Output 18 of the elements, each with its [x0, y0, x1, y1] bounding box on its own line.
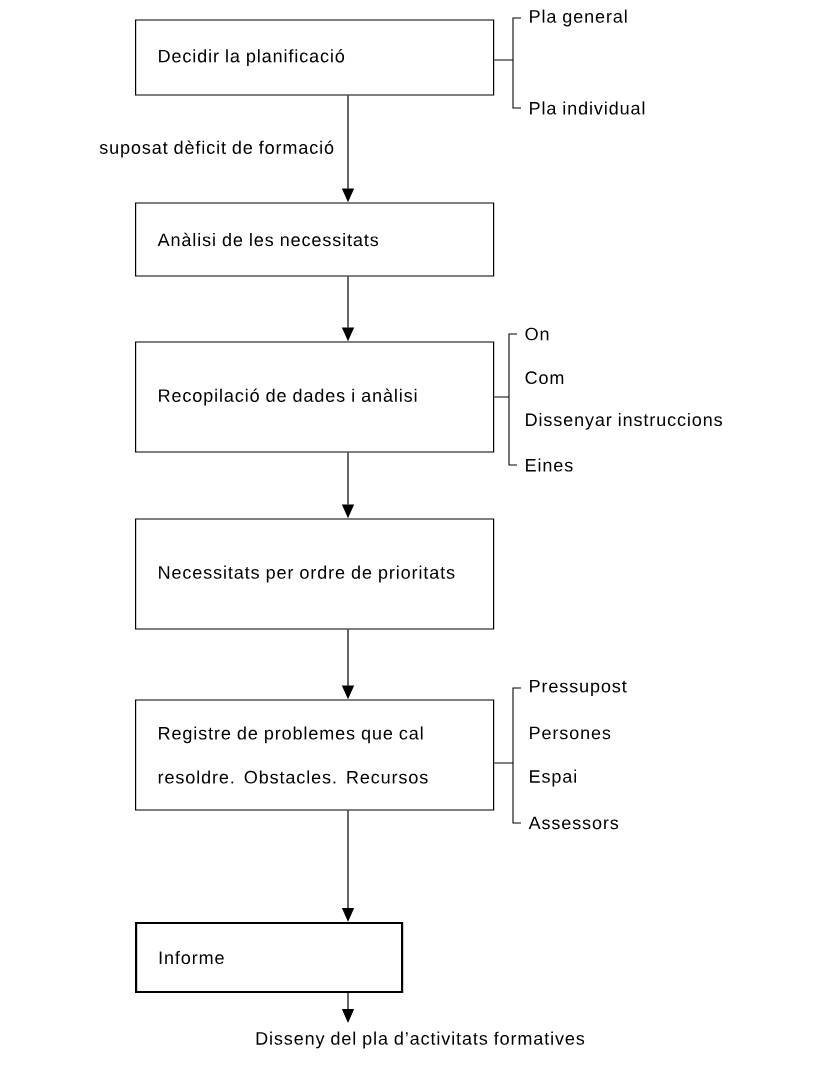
list-item-text: On — [525, 327, 549, 341]
list-item-text: Espai — [530, 769, 576, 787]
list-item-text: Pla general — [530, 9, 627, 27]
list-item-text: Com — [525, 371, 564, 385]
list-item-text: Dissenyar instruccions — [526, 412, 722, 430]
process-box: Decidir la planificació — [135, 19, 495, 96]
process-box: Registre de problemes que cal resoldre. Obstacles. Recursos — [135, 699, 495, 811]
process-box: Recopilació de dades i anàlisi — [135, 341, 495, 453]
edge-label: suposat dèficit de formació — [97, 139, 336, 159]
list-item-text: Pla individual — [530, 101, 645, 115]
outcome-text: Disseny del pla d’activitats formatives — [256, 1031, 585, 1049]
list-item-text: Pressupost — [530, 679, 627, 697]
list-item-text: Persones — [530, 726, 611, 740]
process-box: Anàlisi de les necessitats — [135, 202, 495, 277]
process-box: Necessitats per ordre de prioritats — [135, 518, 495, 630]
list-item-text: Assessors — [528, 816, 619, 830]
process-box: Informe — [135, 921, 404, 994]
list-item-text: Eines — [526, 458, 573, 472]
